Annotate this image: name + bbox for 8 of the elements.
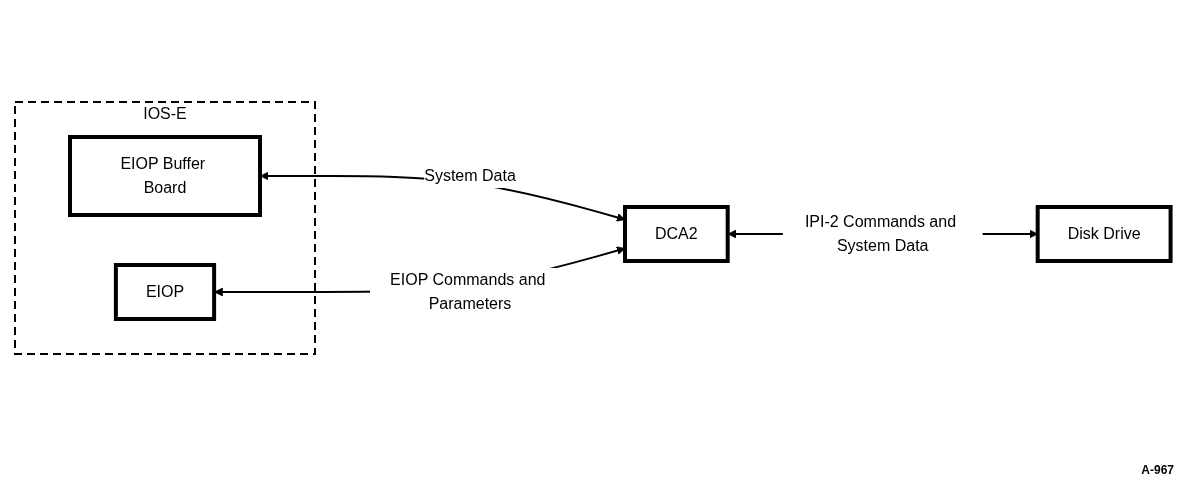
node-box: EIOP Buffer Board [68,134,263,217]
figure-code: A-967 [1141,463,1174,477]
edge-label: EIOP Commands and Parameters [390,270,546,312]
node-box: EIOP [114,262,217,321]
edge-label: IPI-2 Commands and System Data [805,212,957,254]
edge-label: System Data [424,166,516,184]
node-box: DCA2 [623,204,730,263]
node-box: Disk Drive [1035,204,1173,263]
